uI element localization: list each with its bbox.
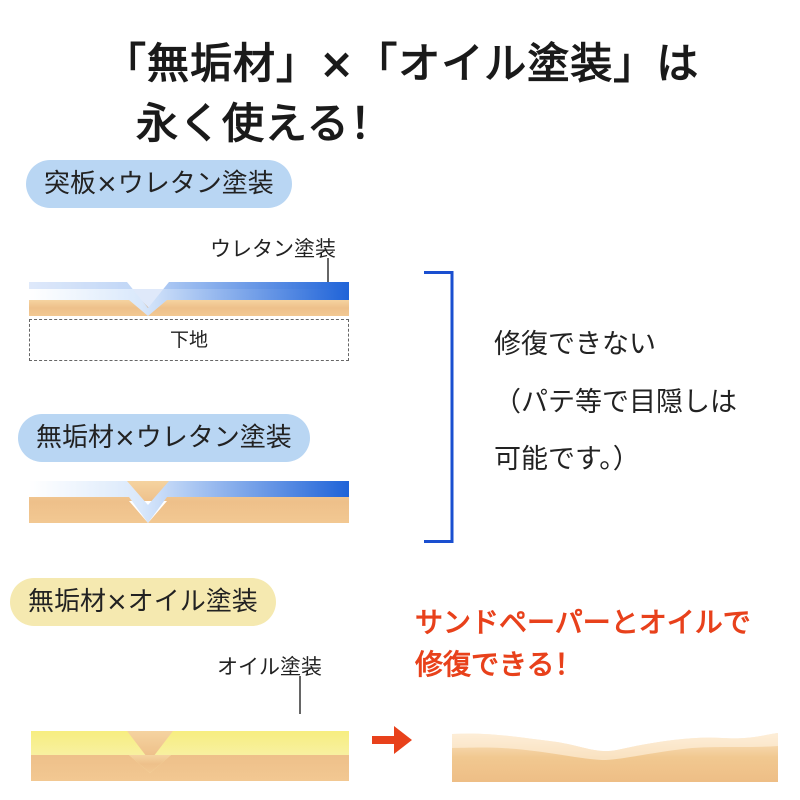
right-bracket [424, 271, 454, 543]
putty-note-text: （パテ等で目隠しは [494, 387, 737, 418]
urethane-coating-label: ウレタン塗装 [210, 237, 336, 261]
solid-oil-pill: 無垢材×オイル塗装 [10, 578, 276, 626]
arrow-right-icon [372, 726, 412, 754]
sanded-wood-cross-section [452, 733, 778, 782]
possible-text: 可能です。） [494, 444, 640, 475]
oil-coating-label: オイル塗装 [217, 655, 322, 679]
cannot-repair-text: 修復できない [494, 329, 656, 360]
solid-urethane-cross-section [29, 481, 349, 523]
ground-base-box: 下地 [29, 319, 349, 361]
repair-text-line1: サンドペーパーとオイルで [415, 606, 751, 639]
page-title-line1: 「無垢材」×「オイル塗装」は [104, 39, 700, 88]
solid-urethane-pill: 無垢材×ウレタン塗装 [18, 414, 310, 462]
page-title-line2: 永く使える！ [136, 99, 393, 148]
solid-oil-cross-section [31, 731, 349, 781]
veneer-urethane-pill: 突板×ウレタン塗装 [26, 160, 292, 208]
repair-text-line2: 修復できる！ [415, 648, 583, 681]
oil-leader-line [299, 676, 301, 714]
veneer-urethane-cross-section [29, 282, 349, 316]
ground-base-label: 下地 [169, 329, 208, 351]
